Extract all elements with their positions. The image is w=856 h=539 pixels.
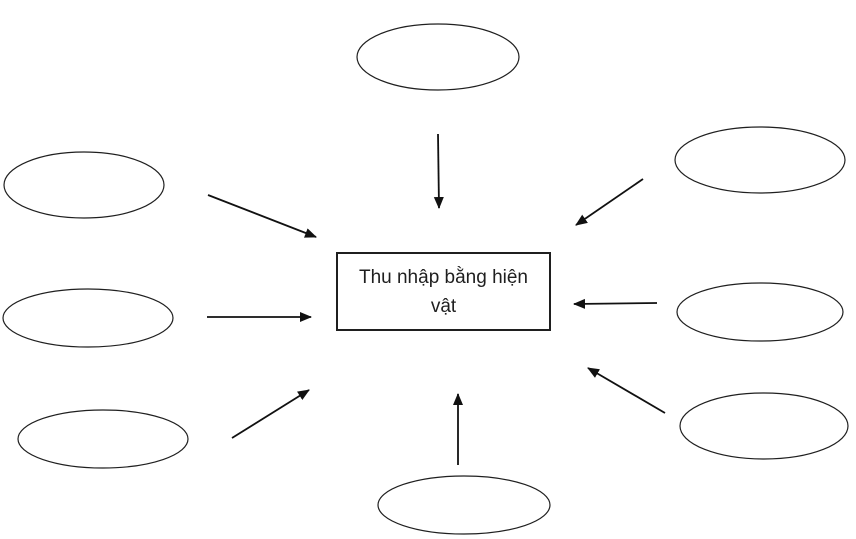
- node-ellipse-right-middle: [676, 282, 844, 342]
- arrow-right-middle-to-center: [573, 298, 658, 309]
- node-ellipse-left-upper: [3, 151, 165, 219]
- node-ellipse-left-lower: [17, 409, 189, 469]
- arrow-top-to-center: [433, 133, 444, 209]
- arrow-left-upper-to-center: [207, 194, 317, 238]
- node-ellipse-bottom: [377, 475, 551, 535]
- node-ellipse-top: [356, 23, 520, 91]
- center-box-label: Thu nhập bằng hiện vật: [358, 266, 529, 317]
- arrow-left-lower-to-center: [231, 389, 310, 439]
- node-ellipse-right-lower: [679, 392, 849, 460]
- arrow-right-upper-to-center: [575, 178, 644, 226]
- node-ellipse-right-upper: [674, 126, 846, 194]
- arrow-right-lower-to-center: [587, 367, 666, 414]
- node-ellipse-left-middle: [2, 288, 174, 348]
- center-box: Thu nhập bằng hiện vật: [336, 252, 551, 331]
